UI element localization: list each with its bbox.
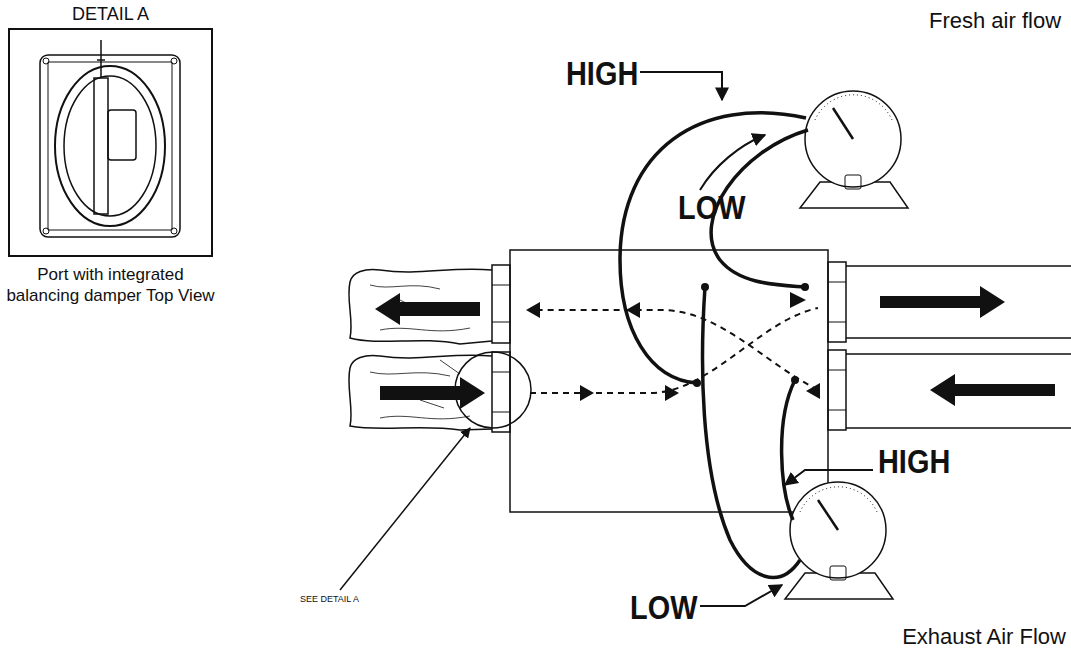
port-label: HIGH [878,444,950,478]
detail-caption: Port with integrated balancing damper To… [0,264,221,307]
port-label: LOW [678,190,745,224]
detail-heading: DETAIL A [8,3,213,26]
detail-box: DETAIL APort with integrated balancing d… [8,28,213,257]
port-label: HIGH [566,56,638,90]
port-label: LOW [630,590,697,624]
gauge-title: Fresh air flow [929,10,1061,32]
gauge-title: Exhaust Air Flow [902,626,1066,648]
callout-text: SEE DETAIL A [300,595,359,604]
